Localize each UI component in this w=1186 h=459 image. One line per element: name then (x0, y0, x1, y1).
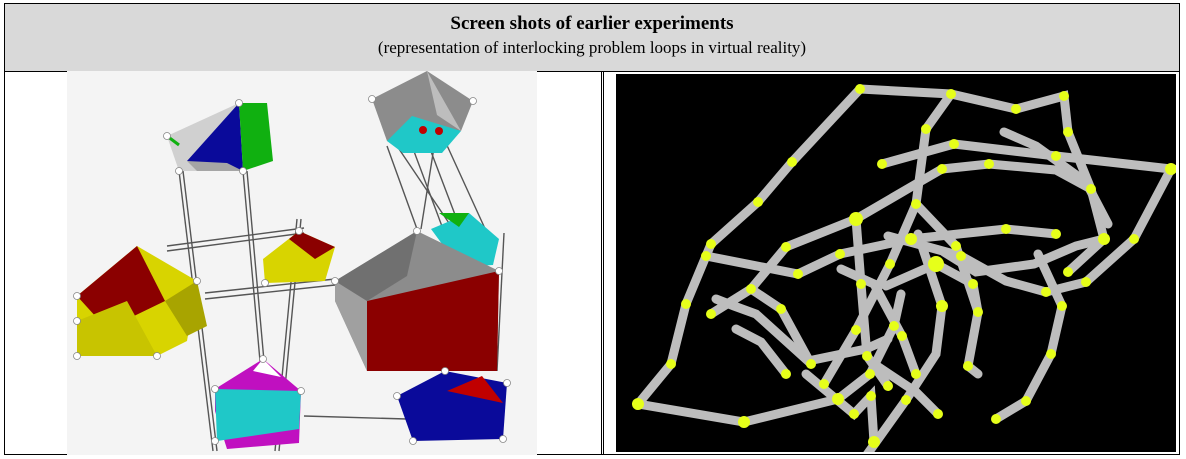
table-title: Screen shots of earlier experiments (450, 13, 734, 34)
polyhedra-screenshot (67, 71, 537, 455)
table-subtitle: (representation of interlocking problem … (377, 38, 807, 57)
rod-network-screenshot (616, 74, 1176, 452)
experiments-table: Screen shots of earlier experiments (rep… (4, 3, 1180, 455)
left-screenshot-cell (5, 71, 601, 455)
table-header: Screen shots of earlier experiments (rep… (5, 4, 1179, 72)
right-screenshot-cell (601, 71, 1179, 455)
